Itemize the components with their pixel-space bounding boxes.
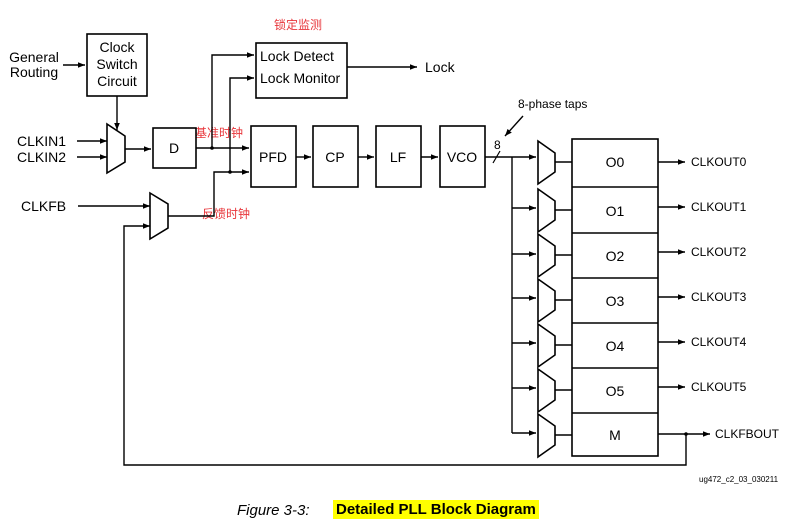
lf-block	[375, 125, 422, 188]
reference-clock-annotation: 基准时钟	[195, 125, 243, 140]
lock-monitor-label: Lock Monitor	[260, 70, 340, 86]
counter-row-1: O1 CLKOUT1	[512, 187, 747, 234]
feedback-return-wire	[123, 223, 687, 466]
phase-taps-label: 8-phase taps	[518, 97, 587, 111]
feedback-to-lock-detect-wire	[229, 75, 254, 172]
output-label-3: CLKOUT3	[691, 290, 747, 304]
lock-detect-label: Lock Detect	[260, 48, 334, 64]
feedback-return-junction-dot	[684, 432, 688, 436]
output-label-1: CLKOUT1	[691, 200, 747, 214]
counter-row-4: O4 CLKOUT4	[512, 322, 747, 369]
document-id: ug472_c2_03_030211	[699, 475, 779, 484]
reference-to-lock-detect-wire	[211, 52, 254, 148]
feedback-clock-annotation: 反馈时钟	[202, 206, 250, 221]
general-routing-label-line2: Routing	[10, 64, 58, 80]
phase-mux-4	[537, 322, 556, 369]
clock-switch-label-line2: Switch	[96, 56, 137, 72]
divider-label: D	[169, 140, 179, 156]
figure-title: Detailed PLL Block Diagram	[333, 500, 539, 519]
figure-number: Figure 3-3:	[237, 502, 310, 519]
figure-caption: Figure 3-3: Detailed PLL Block Diagram	[0, 500, 801, 524]
counter-label-m: M	[609, 427, 621, 443]
counter-row-0: O0 CLKOUT0	[512, 139, 747, 186]
counter-block-outline	[571, 138, 659, 457]
clock-switch-label: Clock	[99, 39, 135, 55]
counter-row-5: O5 CLKOUT5	[512, 367, 747, 414]
counter-label-4: O4	[606, 338, 625, 354]
bus-slash	[492, 150, 501, 164]
counter-label-3: O3	[606, 293, 625, 309]
output-label-2: CLKOUT2	[691, 245, 747, 259]
counter-label-5: O5	[606, 383, 625, 399]
reference-junction-dot	[210, 146, 214, 150]
vco-label: VCO	[447, 149, 477, 165]
phase-mux-5	[537, 367, 556, 414]
feedback-junction-dot	[228, 170, 232, 174]
clkin2-label: CLKIN2	[17, 149, 66, 165]
clkin1-label: CLKIN1	[17, 133, 66, 149]
clock-switch-label-line3: Circuit	[97, 73, 137, 89]
counter-row-3: O3 CLKOUT3	[512, 277, 747, 324]
lock-monitor-annotation: 锁定监测	[274, 17, 322, 32]
counter-row-m: M CLKFBOUT	[512, 412, 780, 459]
feedback-mux	[149, 191, 169, 241]
phase-mux-m	[537, 412, 556, 459]
cp-block	[312, 125, 359, 188]
counter-label-2: O2	[606, 248, 625, 264]
pfd-label: PFD	[259, 149, 287, 165]
lock-output-label: Lock	[425, 59, 456, 75]
bus-width-label: 8	[494, 138, 501, 152]
output-label-5: CLKOUT5	[691, 380, 747, 394]
general-routing-label: General	[9, 49, 59, 65]
output-label-0: CLKOUT0	[691, 155, 747, 169]
phase-mux-0	[537, 139, 556, 186]
counter-row-2: O2 CLKOUT2	[512, 232, 747, 279]
output-label-4: CLKOUT4	[691, 335, 747, 349]
pfd-block	[250, 125, 297, 188]
counter-label-1: O1	[606, 203, 625, 219]
input-mux	[106, 122, 126, 175]
phase-mux-2	[537, 232, 556, 279]
clkfb-label: CLKFB	[21, 198, 66, 214]
counter-label-0: O0	[606, 154, 625, 170]
vco-block	[439, 125, 486, 188]
lf-label: LF	[390, 149, 406, 165]
phase-mux-1	[537, 187, 556, 234]
pll-block-diagram: 锁定监测 基准时钟 反馈时钟 General Routing Clock Swi…	[9, 17, 780, 466]
cp-label: CP	[325, 149, 344, 165]
lock-detect-block	[255, 42, 348, 99]
output-label-clkfbout: CLKFBOUT	[715, 427, 780, 441]
phase-taps-pointer	[504, 115, 524, 137]
phase-mux-3	[537, 277, 556, 324]
